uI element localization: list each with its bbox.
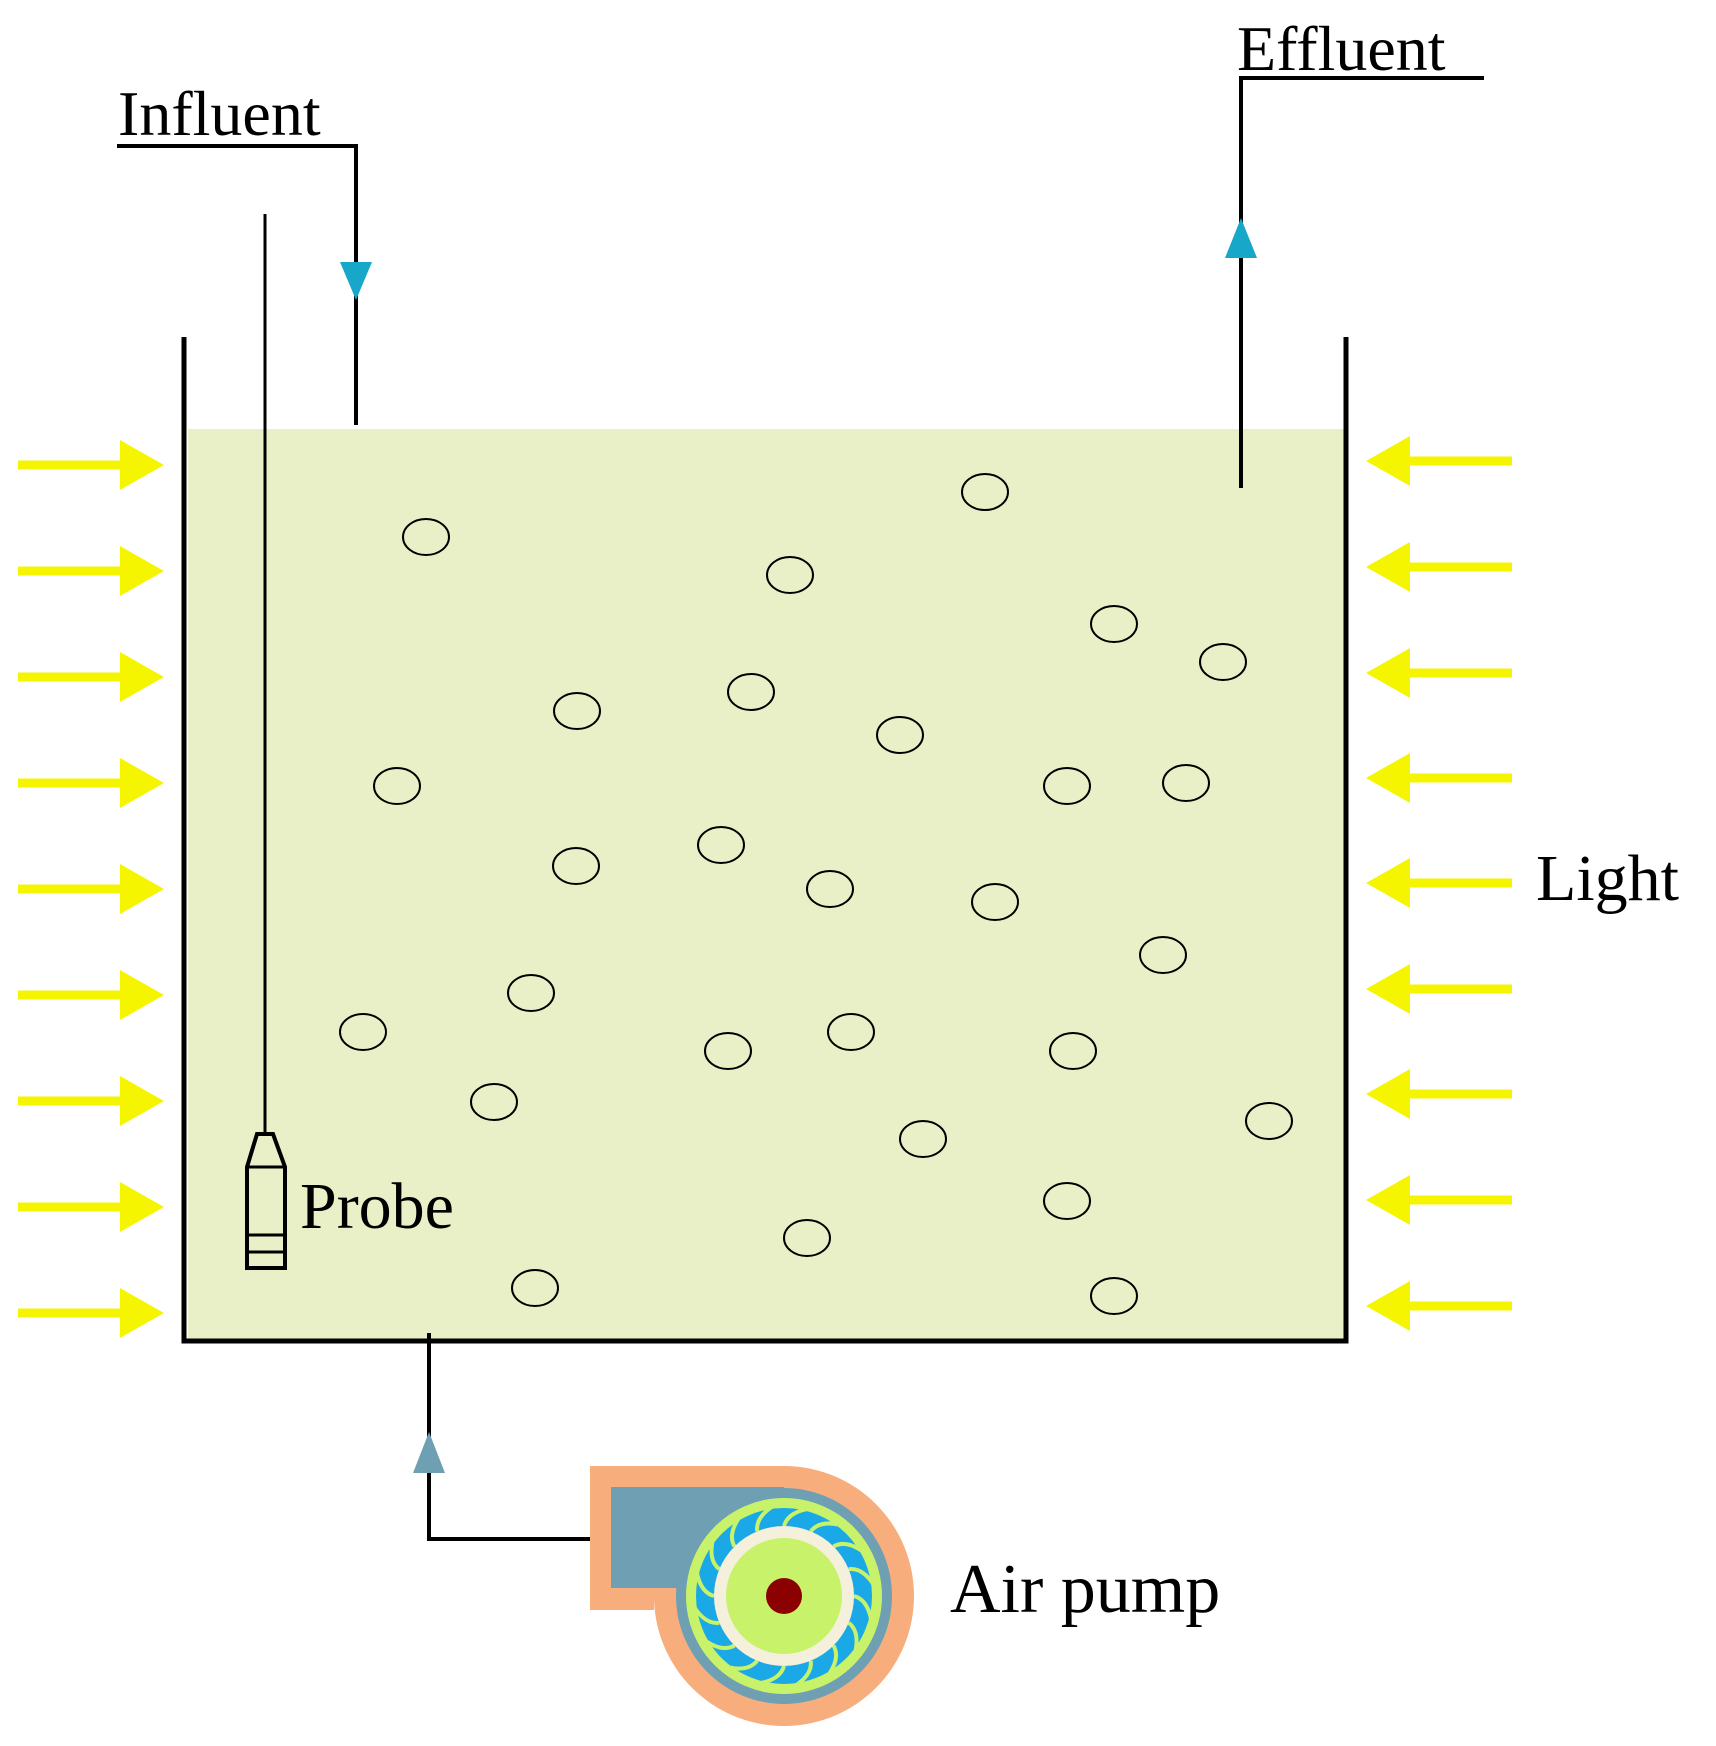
influent-pipe <box>117 144 372 425</box>
light-arrow-icon <box>1366 1069 1512 1119</box>
bubble <box>899 1120 947 1158</box>
pump-blade <box>822 1644 838 1683</box>
pump-blade <box>709 1531 721 1571</box>
light-arrows-left <box>18 440 164 1338</box>
light-arrow-icon <box>1366 858 1512 908</box>
bubble <box>806 870 854 908</box>
bubble <box>1199 643 1247 681</box>
bubble <box>1139 936 1187 974</box>
light-label: Light <box>1536 842 1679 915</box>
pump-blade <box>847 1621 859 1661</box>
bubble <box>507 974 555 1012</box>
bubble <box>697 826 745 864</box>
air-pump <box>590 1466 914 1726</box>
probe <box>245 214 287 1270</box>
bubble <box>1049 1032 1097 1070</box>
bubble <box>339 1013 387 1051</box>
air-pump-label: Air pump <box>950 1551 1220 1628</box>
effluent-flow-arrow <box>1225 218 1257 258</box>
pump-blade <box>848 1567 880 1593</box>
bubbles <box>339 473 1293 1315</box>
light-arrow-icon <box>1366 753 1512 803</box>
pump-blade <box>693 1563 715 1598</box>
bubble <box>511 1269 559 1307</box>
light-arrow-icon <box>1366 1281 1512 1331</box>
light-arrow-icon <box>18 652 164 702</box>
light-arrow-icon <box>18 1182 164 1232</box>
bubble <box>1043 767 1091 805</box>
air-supply-line <box>413 1333 590 1541</box>
light-arrow-icon <box>18 1076 164 1126</box>
bubble <box>961 473 1009 511</box>
pump-blade <box>697 1634 736 1650</box>
influent-label: Influent <box>118 78 321 149</box>
bubble <box>1090 605 1138 643</box>
light-arrow-icon <box>1366 964 1512 1014</box>
bubble <box>1162 764 1210 802</box>
pump-blade <box>853 1594 875 1629</box>
pump-blade <box>730 1509 746 1548</box>
effluent-pipe <box>1225 76 1484 488</box>
pump-blade <box>832 1542 871 1558</box>
light-arrow-icon <box>18 1288 164 1338</box>
bubble <box>827 1013 875 1051</box>
bubble <box>971 883 1019 921</box>
pump-blade <box>809 1521 849 1533</box>
light-arrow-icon <box>18 546 164 596</box>
light-arrow-icon <box>1366 1175 1512 1225</box>
pump-blade <box>751 1665 786 1687</box>
light-arrow-icon <box>18 440 164 490</box>
air-flow-arrow <box>413 1432 445 1473</box>
pump-center <box>766 1578 802 1614</box>
influent-flow-arrow <box>340 262 372 300</box>
bubble <box>470 1083 518 1121</box>
light-arrow-icon <box>18 970 164 1020</box>
bubble <box>402 518 450 556</box>
bubble <box>553 692 601 730</box>
bubble <box>783 1219 831 1257</box>
light-arrow-icon <box>1366 648 1512 698</box>
light-arrow-icon <box>1366 542 1512 592</box>
bubble <box>727 673 775 711</box>
bubble <box>1245 1102 1293 1140</box>
pump-blade <box>688 1599 720 1625</box>
bubble <box>1090 1277 1138 1315</box>
bubble <box>552 847 600 885</box>
probe-label: Probe <box>300 1170 454 1243</box>
liquid-volume <box>188 429 1344 1339</box>
pump-blade <box>755 1500 781 1532</box>
tank-wall <box>181 337 1349 1344</box>
light-arrow-icon <box>1366 436 1512 486</box>
effluent-label: Effluent <box>1237 13 1446 84</box>
pump-blade <box>782 1505 817 1527</box>
light-arrow-icon <box>18 758 164 808</box>
bubble <box>373 767 421 805</box>
pump-blade <box>787 1660 813 1692</box>
bubble <box>876 716 924 754</box>
bubble <box>704 1032 752 1070</box>
light-arrow-icon <box>18 864 164 914</box>
bubble <box>766 556 814 594</box>
bubble <box>1043 1182 1091 1220</box>
pump-blades <box>688 1500 880 1692</box>
pump-blade <box>719 1659 759 1671</box>
light-arrows-right <box>1366 436 1512 1331</box>
